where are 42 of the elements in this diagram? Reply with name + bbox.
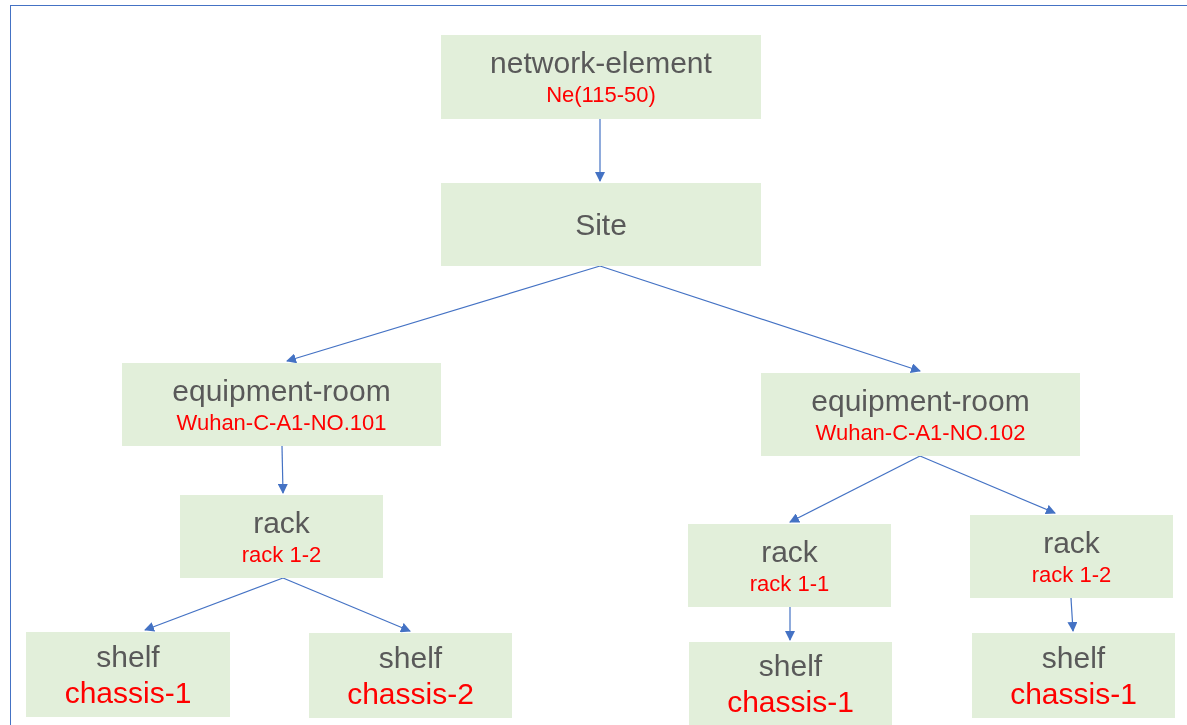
instance-name: rack 1-2 [241,540,322,569]
node-type-label: Site [575,206,627,243]
arrow [789,455,921,523]
node-type-label: shelf [378,639,443,676]
instance-name: chassis-1 [64,674,192,711]
hierarchy-box [972,633,1175,718]
hierarchy-box [761,373,1080,456]
hierarchy-box [180,495,383,578]
arrow [919,455,1056,515]
hierarchy-box [309,633,512,718]
arrow [286,265,601,364]
instance-name: Ne(115-50) [546,81,656,109]
hierarchy-box [688,524,891,607]
instance-name: Wuhan-C-A1-NO.101 [176,408,387,437]
node-type-label: rack [761,533,818,570]
arrow [1067,597,1078,632]
node-type-label: equipment-room [811,382,1030,419]
arrow [282,577,411,633]
instance-name: Wuhan-C-A1-NO.102 [815,418,1026,447]
instance-name: rack 1-2 [1031,560,1112,589]
node-type-label: network-element [490,45,712,81]
instance-name: chassis-1 [727,683,854,720]
arrow [144,577,284,632]
hierarchy-box [689,642,892,725]
arrow [595,118,605,182]
root-node-box [441,35,761,119]
node-type-label: shelf [96,638,160,675]
node-type-label: rack [253,504,310,541]
node-type-label: shelf [758,647,823,684]
arrow [599,265,921,373]
instance-name: rack 1-1 [749,569,830,598]
hierarchy-box [970,515,1173,598]
hierarchy-box [26,632,230,717]
node-type-label: equipment-room [172,372,391,409]
node-type-label: shelf [1041,639,1106,676]
instance-name: chassis-1 [1010,675,1137,712]
hierarchy-box [441,183,761,266]
arrow [785,606,795,641]
arrow [277,445,288,494]
instance-name: chassis-2 [347,675,474,712]
hierarchy-box [122,363,441,446]
node-type-label: rack [1043,524,1100,561]
